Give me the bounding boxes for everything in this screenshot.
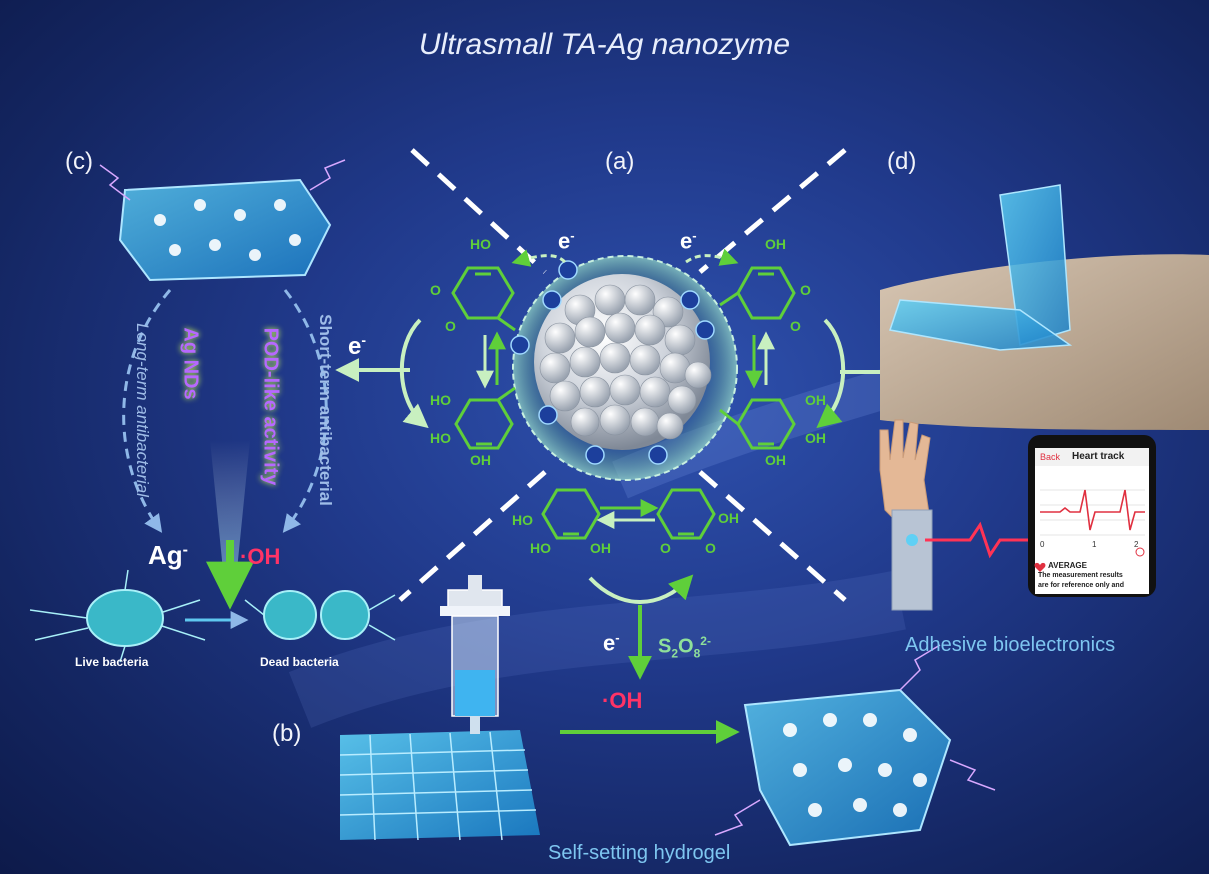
chem-ho-tl: HO xyxy=(470,236,491,252)
short-term-arrow xyxy=(282,289,328,533)
chem-oh-bcr: OH xyxy=(718,510,739,526)
chem-o-tr1: O xyxy=(800,282,811,298)
phone-screen-title: Heart track xyxy=(1072,451,1125,462)
diagram-title: Ultrasmall TA-Ag nanozyme xyxy=(418,28,791,61)
label-long-term: Long-term antibacterial xyxy=(133,323,152,497)
ag-ion-charge: - xyxy=(182,541,188,559)
syringe-icon xyxy=(440,575,510,734)
label-ag-nds: Ag NDs xyxy=(179,327,202,400)
hydroxyl-radical-c: ·OH xyxy=(240,544,281,569)
equilibrium-arrow-left xyxy=(476,331,506,389)
chem-o-bcr1: O xyxy=(660,540,671,556)
curved-arrow-bottom xyxy=(588,574,694,604)
dead-bacteria xyxy=(244,590,396,641)
molecule-top-right xyxy=(719,266,796,320)
caption-bioelectronics: Adhesive bioelectronics xyxy=(905,634,1116,656)
electron-arrow-top-left xyxy=(511,249,567,267)
phone-icon xyxy=(1028,435,1156,597)
chem-o-tl1: O xyxy=(430,282,441,298)
panel-label-a: (a) xyxy=(605,148,635,175)
live-bacteria xyxy=(29,569,206,663)
phone-note-2: are for reference only and xyxy=(1038,582,1124,589)
phone-tick-2: 2 xyxy=(1134,540,1139,549)
label-short-term: Short-term antibacterial xyxy=(316,314,335,506)
chem-o-tl2: O xyxy=(445,318,456,334)
ecg-trace xyxy=(1040,489,1145,531)
panel-label-b: (b) xyxy=(272,720,302,747)
chem-o-bcr2: O xyxy=(705,540,716,556)
ag-ion-text: Ag xyxy=(148,540,183,570)
chem-oh-bl: OH xyxy=(470,452,491,468)
phone-tick-0: 0 xyxy=(1040,540,1045,549)
light-beam xyxy=(210,440,250,590)
equilibrium-arrow-bottom xyxy=(596,499,659,529)
chem-oh-br3: OH xyxy=(765,452,786,468)
equilibrium-arrow-right xyxy=(745,331,775,389)
chem-oh-bc: OH xyxy=(590,540,611,556)
electron-label-bottom: e- xyxy=(603,630,620,656)
panel-label-c: (c) xyxy=(65,148,93,175)
background-swirl xyxy=(288,570,906,728)
caption-live-bacteria: Live bacteria xyxy=(75,655,149,669)
molecule-bottom-center-right xyxy=(656,488,716,540)
chem-o-tr2: O xyxy=(790,318,801,334)
chem-ho-bc1: HO xyxy=(512,512,533,528)
molecule-bottom-right xyxy=(719,398,796,450)
scaffold-hydrogel xyxy=(339,730,540,841)
label-pod-activity: POD-like activity xyxy=(259,327,282,486)
chem-oh-br1: OH xyxy=(805,392,826,408)
hand-icon xyxy=(879,419,933,611)
phone-average: AVERAGE xyxy=(1048,561,1087,570)
molecule-bottom-left xyxy=(454,386,516,450)
adhesive-gel-d xyxy=(889,184,1073,351)
hydrogel-block-c xyxy=(99,159,346,282)
persulfate-label: S2O82- xyxy=(658,634,711,661)
silver-cluster xyxy=(534,274,712,450)
phone-back-link[interactable]: Back xyxy=(1040,452,1061,462)
electron-label-left: e- xyxy=(348,332,367,360)
chem-ho-bl1: HO xyxy=(430,392,451,408)
electron-label-top-left: e- xyxy=(558,228,575,254)
phone-note-1: The measurement results xyxy=(1038,572,1123,579)
caption-dead-bacteria: Dead bacteria xyxy=(260,655,339,669)
electron-arrow-top-right xyxy=(685,248,739,266)
ag-ion-label: Ag- xyxy=(148,540,188,571)
caption-hydrogel: Self-setting hydrogel xyxy=(548,842,731,864)
chem-ho-bc2: HO xyxy=(530,540,551,556)
molecule-bottom-center-left xyxy=(541,488,601,540)
chem-ho-bl2: HO xyxy=(430,430,451,446)
signal-wire xyxy=(925,521,1035,559)
chem-oh-tr: OH xyxy=(765,236,786,252)
electron-markers xyxy=(510,260,715,465)
nanozyme-particle xyxy=(512,255,738,481)
panel-label-d: (d) xyxy=(887,148,917,175)
curved-arrow-left xyxy=(399,318,429,429)
chem-oh-br2: OH xyxy=(805,430,826,446)
hydroxyl-radical-b: ·OH xyxy=(602,688,643,713)
heart-icon xyxy=(1034,562,1046,572)
hydrogel-block-b xyxy=(714,644,996,847)
long-term-arrow xyxy=(122,289,172,533)
molecule-top-left xyxy=(451,266,516,332)
phone-tick-1: 1 xyxy=(1092,540,1097,549)
electron-label-top-right: e- xyxy=(680,228,697,254)
